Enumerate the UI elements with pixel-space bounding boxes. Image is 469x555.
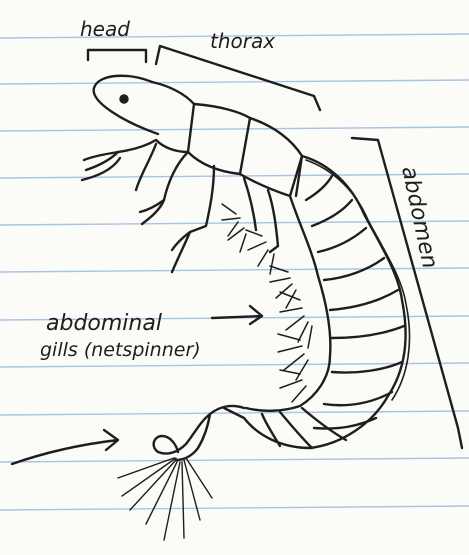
gills-label-line-1: abdominal	[46, 311, 162, 336]
head-label: head	[80, 17, 130, 41]
thorax-label: thorax	[210, 29, 275, 53]
gills-label-line-2: gills (netspinner)	[40, 339, 201, 361]
larva-eye	[121, 96, 128, 103]
